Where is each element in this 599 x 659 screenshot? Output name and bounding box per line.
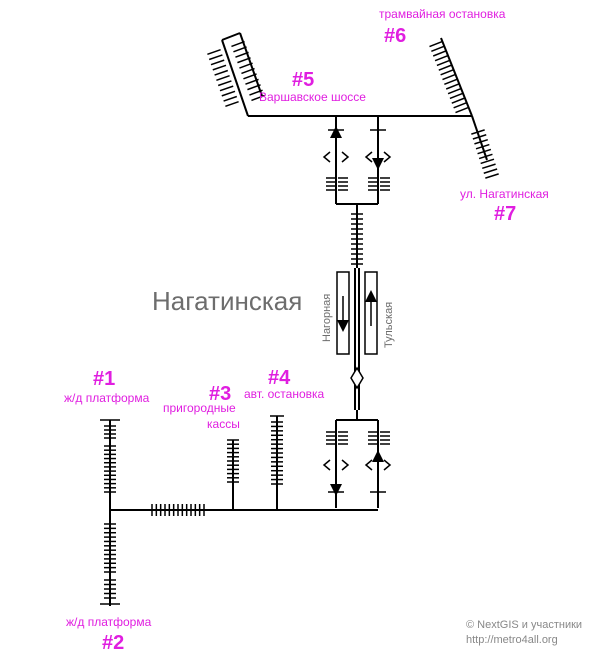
platform-right-label: Тульская bbox=[383, 302, 395, 348]
stair-step bbox=[440, 69, 454, 76]
stair-step bbox=[445, 83, 460, 90]
stair-step bbox=[431, 45, 445, 52]
stair-step bbox=[442, 73, 456, 81]
upper-lobby bbox=[322, 116, 392, 268]
stair-step bbox=[449, 92, 464, 100]
stair-step bbox=[237, 57, 251, 64]
stair-step bbox=[447, 87, 462, 95]
exit-6-label: трамвайная остановка bbox=[379, 7, 506, 21]
lower-corridor bbox=[100, 415, 378, 606]
stair-step bbox=[233, 46, 247, 53]
exit-7-number: #7 bbox=[494, 203, 516, 225]
stair-step bbox=[245, 78, 259, 85]
exit-1-label: ж/д платформа bbox=[64, 391, 150, 405]
stair-step bbox=[471, 129, 485, 135]
stair-step bbox=[243, 73, 257, 80]
stair-step bbox=[474, 138, 489, 145]
stair-step bbox=[221, 90, 236, 97]
stair-step bbox=[436, 59, 451, 67]
stair-step bbox=[223, 95, 238, 102]
stair-step bbox=[217, 80, 232, 87]
stair-step bbox=[429, 40, 443, 48]
stair-step bbox=[434, 54, 449, 62]
top-corridor bbox=[221, 32, 488, 161]
stair-step bbox=[225, 101, 239, 107]
stair-step bbox=[438, 64, 453, 71]
copyright-line1: © NextGIS и участники bbox=[466, 619, 582, 631]
stair-step bbox=[212, 64, 227, 71]
stair-step bbox=[432, 50, 447, 57]
exit-3-number: #3 bbox=[209, 383, 231, 405]
stair-step bbox=[477, 148, 492, 155]
stair-step bbox=[207, 49, 221, 55]
stair-step bbox=[219, 85, 234, 92]
stair-step bbox=[208, 54, 223, 61]
stair-step bbox=[216, 75, 230, 81]
exit-6-number: #6 bbox=[384, 25, 406, 47]
stair-step bbox=[481, 163, 496, 170]
exit-2-label: ж/д платформа bbox=[66, 615, 152, 629]
stair-step bbox=[231, 40, 245, 48]
stair-step bbox=[485, 173, 499, 179]
exit-4-label: авт. остановка bbox=[244, 387, 325, 401]
station-name: Нагатинская bbox=[152, 286, 302, 316]
stair-hatches bbox=[104, 40, 499, 599]
stair-step bbox=[251, 94, 265, 102]
stair-step bbox=[235, 51, 249, 58]
stair-step bbox=[475, 143, 490, 150]
stair-step bbox=[210, 59, 225, 66]
exit-2-number: #2 bbox=[102, 632, 124, 654]
exit-7-label: ул. Нагатинская bbox=[460, 187, 549, 201]
stair-step bbox=[249, 89, 263, 96]
stair-step bbox=[480, 158, 495, 165]
stair-step bbox=[478, 153, 493, 160]
copyright-line2: http://metro4all.org bbox=[466, 634, 558, 646]
platform: Нагорная Тульская bbox=[321, 268, 395, 410]
exit-5-number: #5 bbox=[292, 69, 314, 91]
stair-step bbox=[239, 62, 253, 69]
stair-step bbox=[444, 78, 458, 85]
stair-step bbox=[241, 67, 255, 75]
stair-step bbox=[214, 69, 229, 76]
stair-step bbox=[451, 97, 466, 104]
platform-left-label: Нагорная bbox=[321, 294, 333, 342]
stair-step bbox=[453, 102, 467, 109]
stair-step bbox=[247, 84, 261, 91]
exit-5-label: Варшавское шоссе bbox=[259, 90, 366, 104]
exit-3-label-line1: пригородные bbox=[163, 401, 236, 415]
lower-lobby bbox=[322, 410, 392, 508]
exit-4-number: #4 bbox=[268, 367, 291, 389]
exit-3-label-line2: кассы bbox=[207, 417, 240, 431]
stair-step bbox=[455, 106, 469, 114]
stair-step bbox=[472, 134, 487, 140]
stair-step bbox=[483, 168, 498, 174]
exit-1-number: #1 bbox=[93, 368, 115, 390]
